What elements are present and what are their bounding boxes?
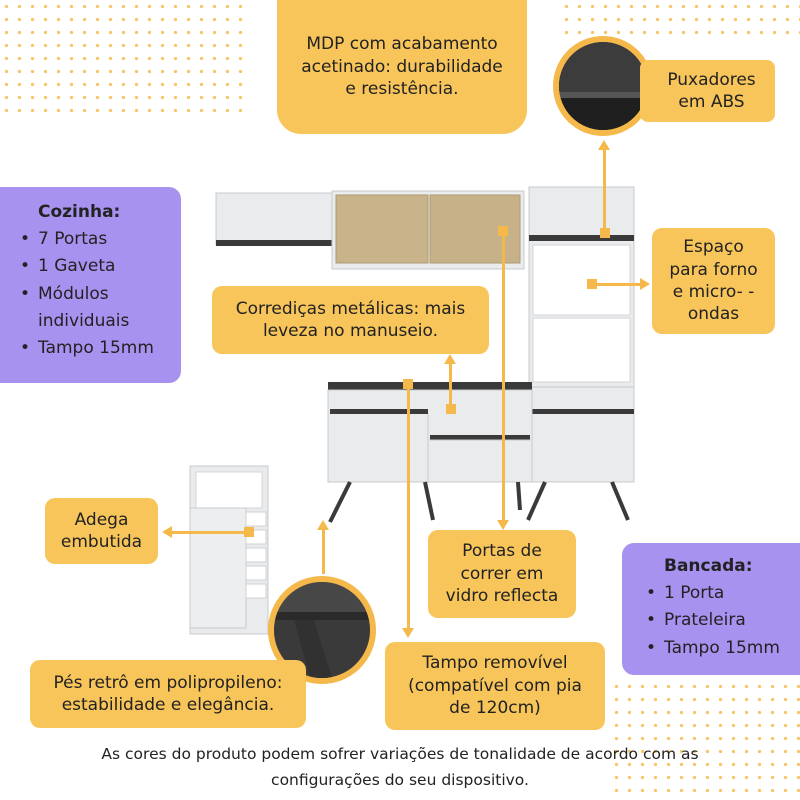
callout-puxadores: Puxadores em ABS xyxy=(640,60,775,122)
retro-legs xyxy=(328,481,630,523)
cozinha-spec-box: Cozinha: 7 Portas 1 Gaveta Módulos indiv… xyxy=(0,187,181,383)
upper-cabinet-glass xyxy=(331,190,525,270)
marker-portas xyxy=(498,226,508,236)
callout-mdp: MDP com acabamento acetinado: durabilida… xyxy=(277,0,527,134)
cozinha-item: 7 Portas xyxy=(16,226,165,253)
connector-adega xyxy=(170,531,246,534)
callout-pes: Pés retrô em polipropileno: estabilidade… xyxy=(30,660,306,728)
upper-cabinet-left xyxy=(215,192,333,246)
arrow-pes xyxy=(317,520,329,530)
callout-corredicas: Corrediças metálicas: mais leveza no man… xyxy=(212,286,489,354)
callout-portas: Portas de correr em vidro reflecta xyxy=(428,530,576,618)
callout-espaco: Espaço para forno e micro- -ondas xyxy=(652,228,775,334)
arrow-adega xyxy=(162,526,172,538)
bancada-item: Tampo 15mm xyxy=(642,635,780,662)
dot-pattern-top-left xyxy=(0,0,250,120)
leg-detail-circle xyxy=(268,576,376,684)
arrow-espaco xyxy=(640,278,650,290)
marker-tampo xyxy=(403,379,413,389)
connector-puxadores xyxy=(603,148,606,232)
connector-corredicas xyxy=(449,362,452,406)
callout-pes-text: Pés retrô em polipropileno: estabilidade… xyxy=(53,672,283,715)
handle-detail-image xyxy=(559,42,647,130)
bancada-spec-box: Bancada: 1 Porta Prateleira Tampo 15mm xyxy=(622,543,800,675)
arrow-portas xyxy=(497,520,509,530)
connector-espaco xyxy=(594,283,642,286)
arrow-puxadores xyxy=(598,140,610,150)
wine-rack-bench xyxy=(189,465,269,635)
disclaimer-line-1: As cores do produto podem sofrer variaçõ… xyxy=(101,745,699,763)
base-cabinets xyxy=(327,382,533,483)
color-disclaimer: As cores do produto podem sofrer variaçõ… xyxy=(0,742,800,793)
connector-pes xyxy=(322,528,325,574)
callout-corredicas-text: Corrediças metálicas: mais leveza no man… xyxy=(235,298,466,341)
marker-corredicas xyxy=(446,404,456,414)
marker-adega xyxy=(244,527,254,537)
disclaimer-line-2: configurações do seu dispositivo. xyxy=(271,770,529,789)
bancada-item: Prateleira xyxy=(642,607,780,634)
marker-espaco xyxy=(587,279,597,289)
handle-detail-circle xyxy=(553,36,653,136)
bancada-list: 1 Porta Prateleira Tampo 15mm xyxy=(642,580,780,662)
cozinha-title: Cozinha: xyxy=(38,202,121,222)
callout-adega-text: Adega embutida xyxy=(60,509,143,552)
bancada-item: 1 Porta xyxy=(642,580,780,607)
connector-tampo xyxy=(407,386,410,630)
connector-portas xyxy=(502,232,505,520)
arrow-tampo xyxy=(402,628,414,638)
bancada-title: Bancada: xyxy=(664,556,753,576)
cozinha-list: 7 Portas 1 Gaveta Módulos individuais Ta… xyxy=(16,226,165,362)
dot-pattern-top-right xyxy=(560,0,800,40)
marker-puxadores xyxy=(600,228,610,238)
dot-pattern-bottom-right xyxy=(610,680,800,800)
callout-portas-text: Portas de correr em vidro reflecta xyxy=(445,541,559,607)
arrow-corredicas xyxy=(444,354,456,364)
tall-tower-cabinet xyxy=(528,186,635,483)
callout-tampo: Tampo removível (compatível com pia de 1… xyxy=(385,642,605,730)
cozinha-item: Tampo 15mm xyxy=(16,335,165,362)
callout-tampo-text: Tampo removível (compatível com pia de 1… xyxy=(408,653,582,719)
callout-mdp-text: MDP com acabamento acetinado: durabilida… xyxy=(301,34,503,100)
cozinha-item: Módulos individuais xyxy=(16,281,165,335)
callout-espaco-text: Espaço para forno e micro- -ondas xyxy=(669,237,758,325)
callout-adega: Adega embutida xyxy=(45,498,158,564)
callout-puxadores-text: Puxadores em ABS xyxy=(667,69,756,112)
cozinha-item: 1 Gaveta xyxy=(16,253,165,280)
